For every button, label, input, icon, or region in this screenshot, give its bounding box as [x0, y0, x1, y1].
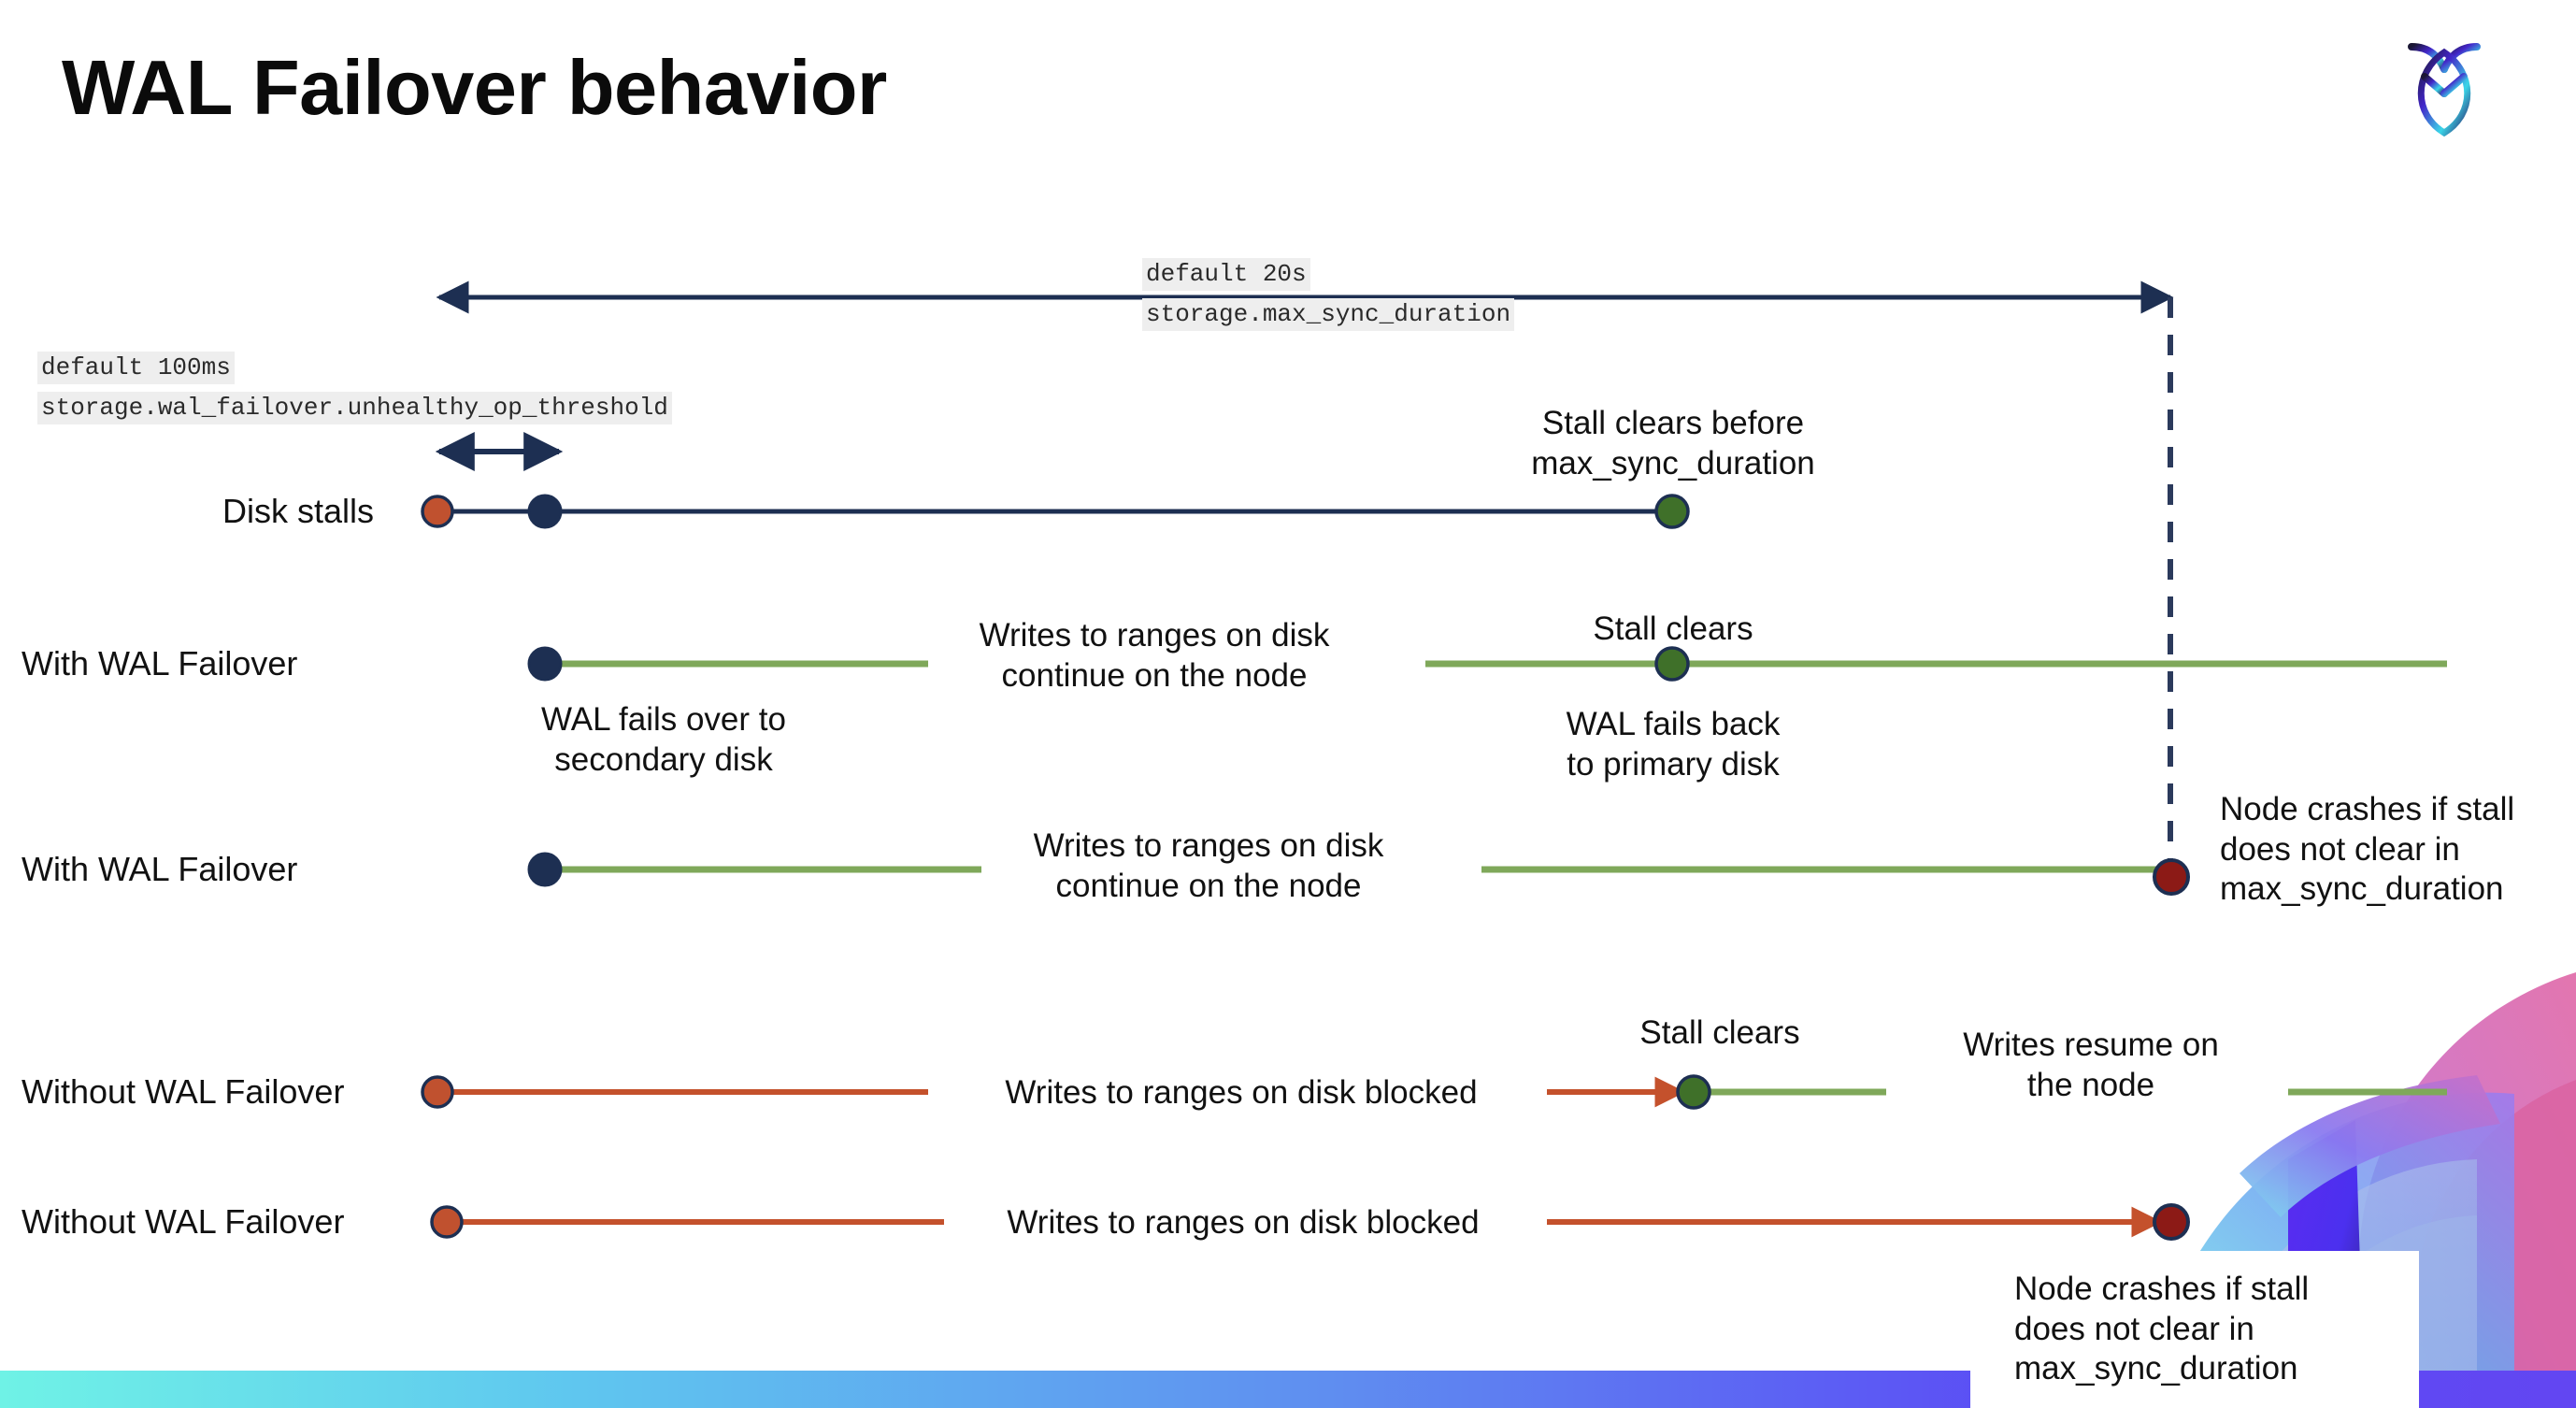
- annotation-writes-blocked-1: Writes to ranges on disk blocked: [1005, 1074, 1478, 1111]
- row-label-without-wal-failover-2: Without WAL Failover: [21, 1202, 345, 1241]
- annotation-stall-clears-2: Stall clears: [1639, 1014, 1800, 1051]
- marker-stall-clears: [1654, 494, 1690, 529]
- row-label-without-wal-failover-1: Without WAL Failover: [21, 1072, 345, 1111]
- marker-node-crash: [2153, 858, 2190, 896]
- annotation-writes-blocked-2: Writes to ranges on disk blocked: [1007, 1204, 1480, 1241]
- annotation-writes-continue-2: Writes to ranges on disk continue on the…: [1033, 827, 1384, 904]
- track-without-wal-failover-2: [430, 1203, 2190, 1241]
- page-title: WAL Failover behavior: [62, 44, 887, 131]
- annotation-wal-fails-over: WAL fails over to secondary disk: [541, 701, 786, 778]
- row-label-disk-stalls: Disk stalls: [222, 492, 375, 530]
- annotation-stall-clears-1: Stall clears: [1593, 611, 1753, 647]
- track-with-wal-failover-2: [527, 852, 2190, 896]
- marker-stall-clears: [1676, 1074, 1711, 1110]
- marker-failover-trigger: [527, 494, 563, 529]
- unhealthy-op-setting-chip: storage.wal_failover.unhealthy_op_thresh…: [37, 392, 672, 424]
- white-mask-left: [0, 879, 1991, 1346]
- marker-stall-start: [421, 495, 454, 528]
- annotation-stall-clears-before: Stall clears before max_sync_duration: [1531, 405, 1815, 481]
- white-mask-callout-front: [1970, 1251, 2419, 1408]
- unhealthy-op-default-chip: default 100ms: [37, 352, 235, 384]
- max-sync-default-chip: default 20s: [1142, 258, 1310, 291]
- annotation-writes-resume: Writes resume on the node: [1963, 1027, 2219, 1103]
- cockroachdb-logo: [2408, 43, 2481, 137]
- max-sync-setting-chip: storage.max_sync_duration: [1142, 298, 1515, 331]
- marker-node-crash: [2153, 1203, 2190, 1241]
- annotation-wal-fails-back: WAL fails back to primary disk: [1566, 706, 1781, 783]
- marker-stall-start: [421, 1075, 454, 1109]
- annotation-node-crashes-1: Node crashes if stall does not clear in …: [2220, 791, 2515, 908]
- row-label-with-wal-failover-2: With WAL Failover: [21, 850, 298, 888]
- track-disk-stalls: [421, 494, 1690, 529]
- row-label-with-wal-failover-1: With WAL Failover: [21, 644, 298, 682]
- track-with-wal-failover-1: [527, 646, 2447, 682]
- annotation-writes-continue-1: Writes to ranges on disk continue on the…: [979, 617, 1330, 694]
- marker-wal-failover: [527, 646, 563, 682]
- marker-stall-start: [430, 1205, 464, 1239]
- marker-wal-failover: [527, 852, 563, 887]
- marker-stall-clears: [1654, 646, 1690, 682]
- annotation-node-crashes-2: Node crashes if stall does not clear in …: [2014, 1271, 2310, 1387]
- track-without-wal-failover-1: [421, 1074, 2447, 1110]
